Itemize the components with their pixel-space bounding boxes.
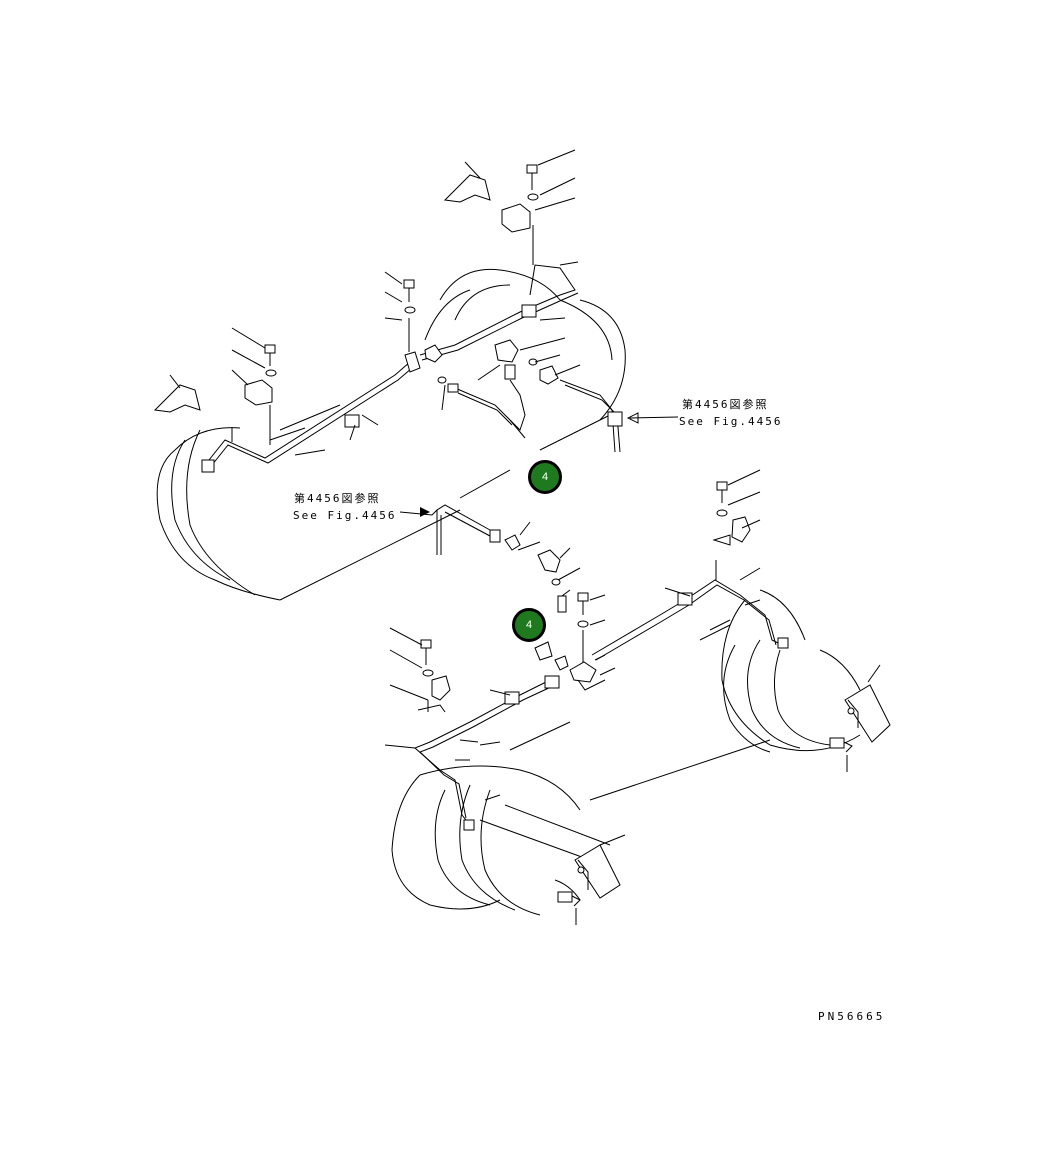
drawing-number: PN56665 [818, 1010, 886, 1023]
upper-clips [153, 174, 559, 413]
callout-label: 4 [525, 619, 533, 631]
callout-item-4-upper[interactable]: 4 [528, 460, 562, 494]
lower-center-fittings [534, 592, 616, 691]
reference-note-right-jp: 第4456図参照 [682, 398, 769, 411]
callout-label: 4 [541, 471, 549, 483]
lower-right-bracket [829, 664, 891, 772]
lower-left-fasteners [389, 627, 451, 713]
upper-hose [447, 364, 526, 431]
reference-note-right-en: See Fig.4456 [679, 415, 783, 428]
upper-pipe [201, 264, 623, 473]
upper-leaders [169, 149, 679, 499]
lower-left-drum [391, 765, 611, 916]
upper-drum [156, 268, 626, 601]
middle-fittings [399, 504, 581, 613]
lower-left-bracket [557, 834, 626, 925]
reference-note-left-en: See Fig.4456 [293, 509, 397, 522]
upper-bolts [264, 164, 539, 445]
lower-left-pipe [384, 675, 571, 831]
lower-right-drum [589, 589, 861, 801]
callout-item-4-lower[interactable]: 4 [512, 608, 546, 642]
lower-right-fasteners [664, 469, 761, 597]
lower-right-pipe [591, 534, 789, 661]
reference-note-left-jp: 第4456図参照 [294, 492, 381, 505]
